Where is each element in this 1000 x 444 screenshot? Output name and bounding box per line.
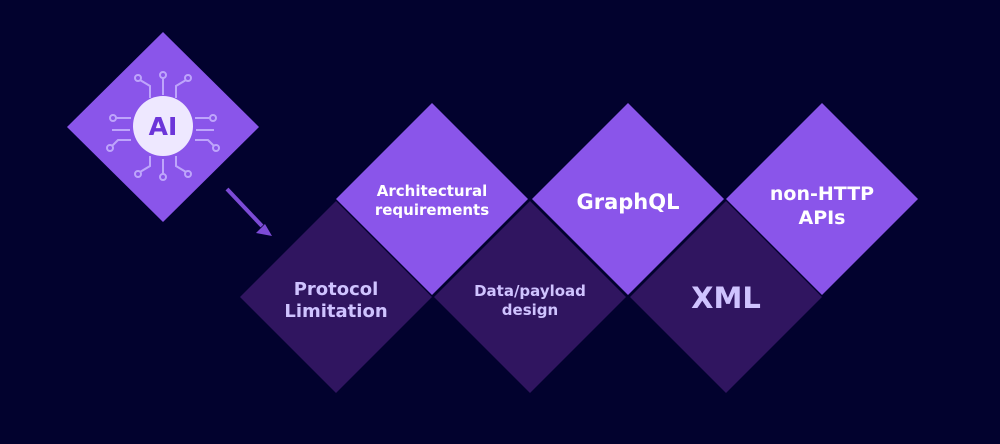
diamond-graphql xyxy=(532,103,724,295)
diamond-xml xyxy=(630,201,822,393)
label-protocol: Protocol Limitation xyxy=(284,278,388,323)
diamond-non-http xyxy=(726,103,918,295)
arrow-icon xyxy=(225,187,272,236)
chip-icon xyxy=(106,71,220,181)
label-non-http: non-HTTP APIs xyxy=(769,183,875,229)
label-graphql: GraphQL xyxy=(576,189,680,214)
label-xml: XML xyxy=(691,280,761,315)
label-architectural: Architectural requirements xyxy=(374,182,490,219)
label-payload: Data/payload design xyxy=(474,282,586,319)
diamond-architectural xyxy=(336,103,528,295)
ai-circle xyxy=(133,96,193,156)
diamond-payload xyxy=(434,201,626,393)
diamond-protocol xyxy=(240,201,432,393)
ai-label: AI xyxy=(148,111,178,141)
